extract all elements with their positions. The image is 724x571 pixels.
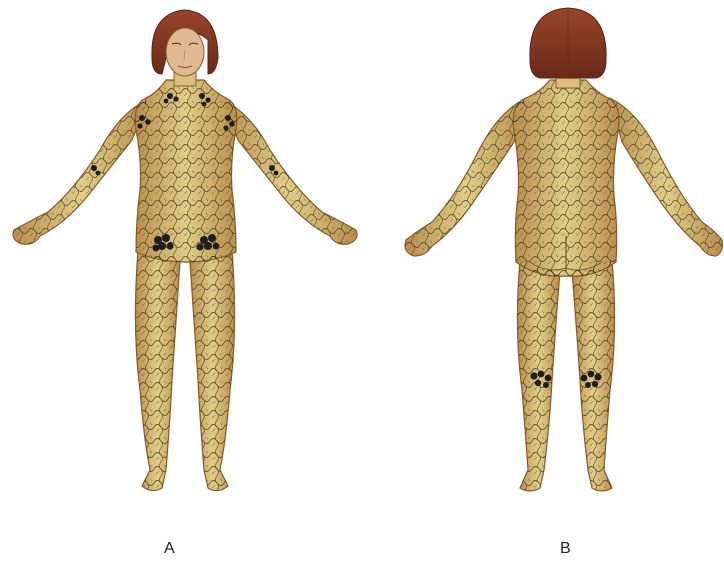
- panel-label-b: B: [560, 540, 571, 558]
- panel-label-a: A: [164, 540, 175, 558]
- front-figure: [13, 10, 357, 491]
- back-figure: [405, 8, 722, 491]
